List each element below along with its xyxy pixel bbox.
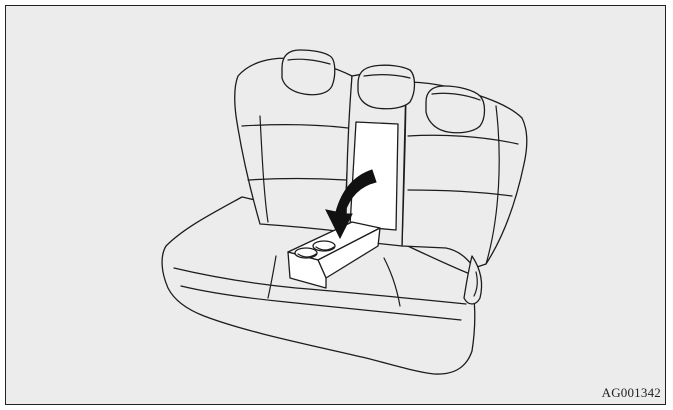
headrest-left <box>282 50 335 95</box>
figure-code: AG001342 <box>602 385 661 401</box>
headrest-right <box>426 86 485 133</box>
headrest-center <box>358 65 415 109</box>
rear-seat-illustration <box>6 6 665 404</box>
figure-frame: AG001342 <box>5 5 666 405</box>
